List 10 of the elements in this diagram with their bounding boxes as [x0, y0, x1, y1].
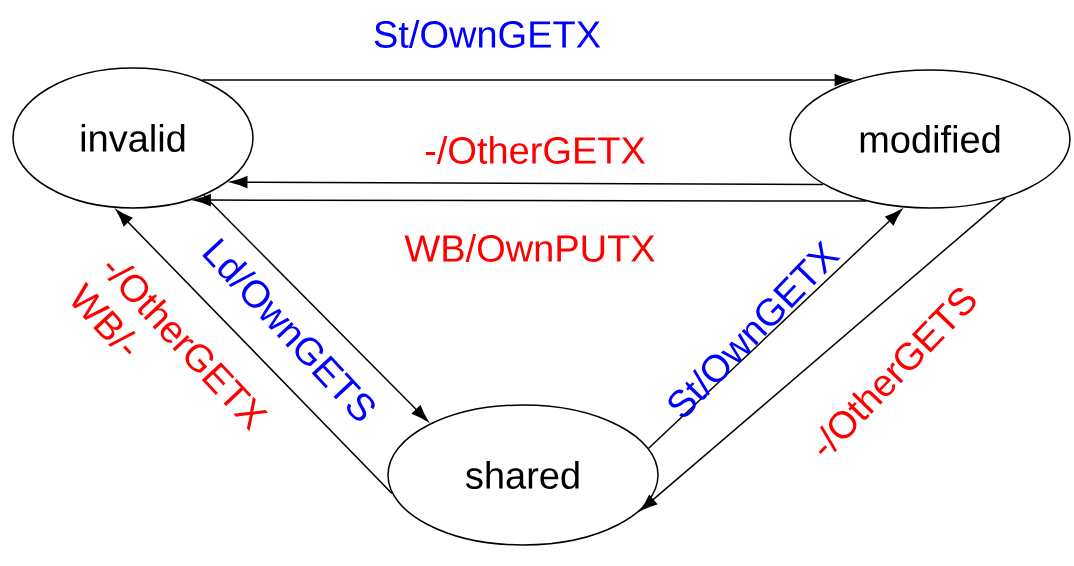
arrow: [193, 194, 867, 207]
arrow: [230, 176, 824, 189]
edge-label: St/OwnGETX: [374, 20, 601, 48]
arrow: [647, 209, 902, 450]
arrow: [640, 197, 1007, 511]
edge-label: -/OtherGETX: [425, 136, 646, 164]
arrow: [201, 74, 852, 87]
arrow: [116, 209, 393, 495]
arrow: [203, 194, 429, 422]
edge-label: WB/OwnPUTX: [404, 234, 655, 262]
